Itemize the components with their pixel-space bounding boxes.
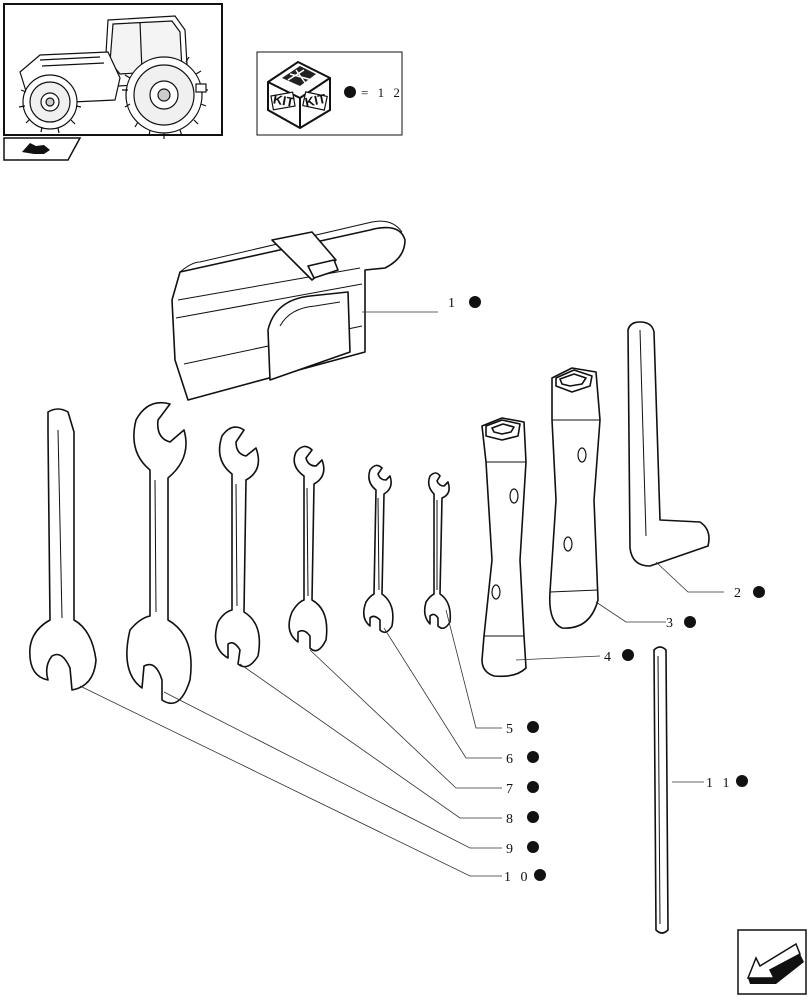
- kit-legend: KIT KIT = 1 2: [256, 51, 403, 136]
- callout-2: 2: [734, 586, 765, 601]
- callout-number: 9: [506, 842, 516, 857]
- tool-pouch-part: [171, 220, 406, 401]
- callout-1: 1: [448, 296, 481, 311]
- short-tube-spanner-part: [481, 417, 527, 678]
- filled-dot-icon: [469, 296, 481, 308]
- callout-number: 6: [506, 752, 516, 767]
- callout-5: 5: [506, 721, 539, 737]
- callout-11: 1 1: [706, 775, 748, 791]
- long-tube-spanner-part: [548, 367, 601, 629]
- callout-number: 4: [604, 650, 614, 665]
- callout-number: 8: [506, 812, 516, 827]
- filled-dot-icon: [736, 775, 748, 787]
- filled-dot-icon: [527, 811, 539, 823]
- filled-dot-icon: [344, 86, 356, 98]
- callout-6: 6: [506, 751, 539, 767]
- callout-number: 7: [506, 782, 516, 797]
- callout-number: 3: [666, 616, 676, 631]
- leader-lines: [79, 311, 724, 877]
- double-open-wrench-7-part: [288, 445, 328, 652]
- callout-9: 9: [506, 841, 539, 857]
- callout-3: 3: [666, 616, 696, 631]
- callout-number: 2: [734, 586, 744, 601]
- callout-10: 1 0: [504, 869, 546, 885]
- filled-dot-icon: [534, 869, 546, 881]
- allen-key-part: [627, 321, 710, 567]
- filled-dot-icon: [527, 781, 539, 793]
- kit-word-right: KIT: [304, 91, 328, 110]
- double-open-wrench-6-part: [362, 464, 394, 634]
- filled-dot-icon: [753, 586, 765, 598]
- single-open-end-wrench-part: [29, 408, 97, 691]
- callout-8: 8: [506, 811, 539, 827]
- filled-dot-icon: [527, 721, 539, 733]
- double-open-wrench-5-part: [423, 472, 452, 630]
- filled-dot-icon: [622, 649, 634, 661]
- filled-dot-icon: [527, 751, 539, 763]
- tractor-thumbnail: [3, 3, 223, 139]
- filled-dot-icon: [684, 616, 696, 628]
- callout-number: 1 1: [706, 776, 733, 791]
- tommy-bar-rod-part: [653, 646, 669, 934]
- section-tab-icon[interactable]: [3, 137, 82, 161]
- callout-7: 7: [506, 781, 539, 797]
- kit-word-left: KIT: [272, 91, 295, 109]
- next-page-arrow-icon[interactable]: [737, 929, 807, 995]
- large-double-open-wrench-part: [126, 401, 192, 705]
- callout-number: 5: [506, 722, 516, 737]
- callout-number: 1 0: [504, 870, 531, 885]
- filled-dot-icon: [527, 841, 539, 853]
- kit-quantity-label: = 1 2: [361, 85, 403, 100]
- callout-4: 4: [604, 649, 634, 665]
- kit-cube-icon: KIT KIT: [267, 60, 331, 130]
- tractor-icon: [18, 15, 208, 139]
- callout-number: 1: [448, 296, 458, 311]
- double-open-wrench-8-part: [214, 426, 261, 668]
